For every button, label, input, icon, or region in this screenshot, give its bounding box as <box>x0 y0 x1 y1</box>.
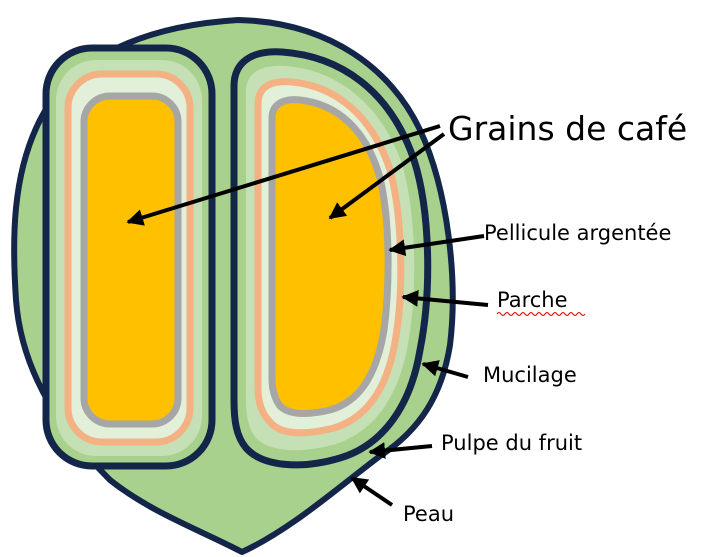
label-peau: Peau <box>403 502 454 526</box>
label-pellicule-argentee: Pellicule argentée <box>484 221 671 245</box>
label-parche: Parche <box>497 288 568 312</box>
label-pulpe-du-fruit: Pulpe du fruit <box>441 431 582 455</box>
left-coffee-bean <box>90 108 172 416</box>
label-mucilage: Mucilage <box>483 363 577 387</box>
arrow-peau <box>352 478 392 505</box>
spellcheck-squiggle <box>497 313 585 316</box>
label-grains-de-cafe: Grains de café <box>448 109 687 148</box>
